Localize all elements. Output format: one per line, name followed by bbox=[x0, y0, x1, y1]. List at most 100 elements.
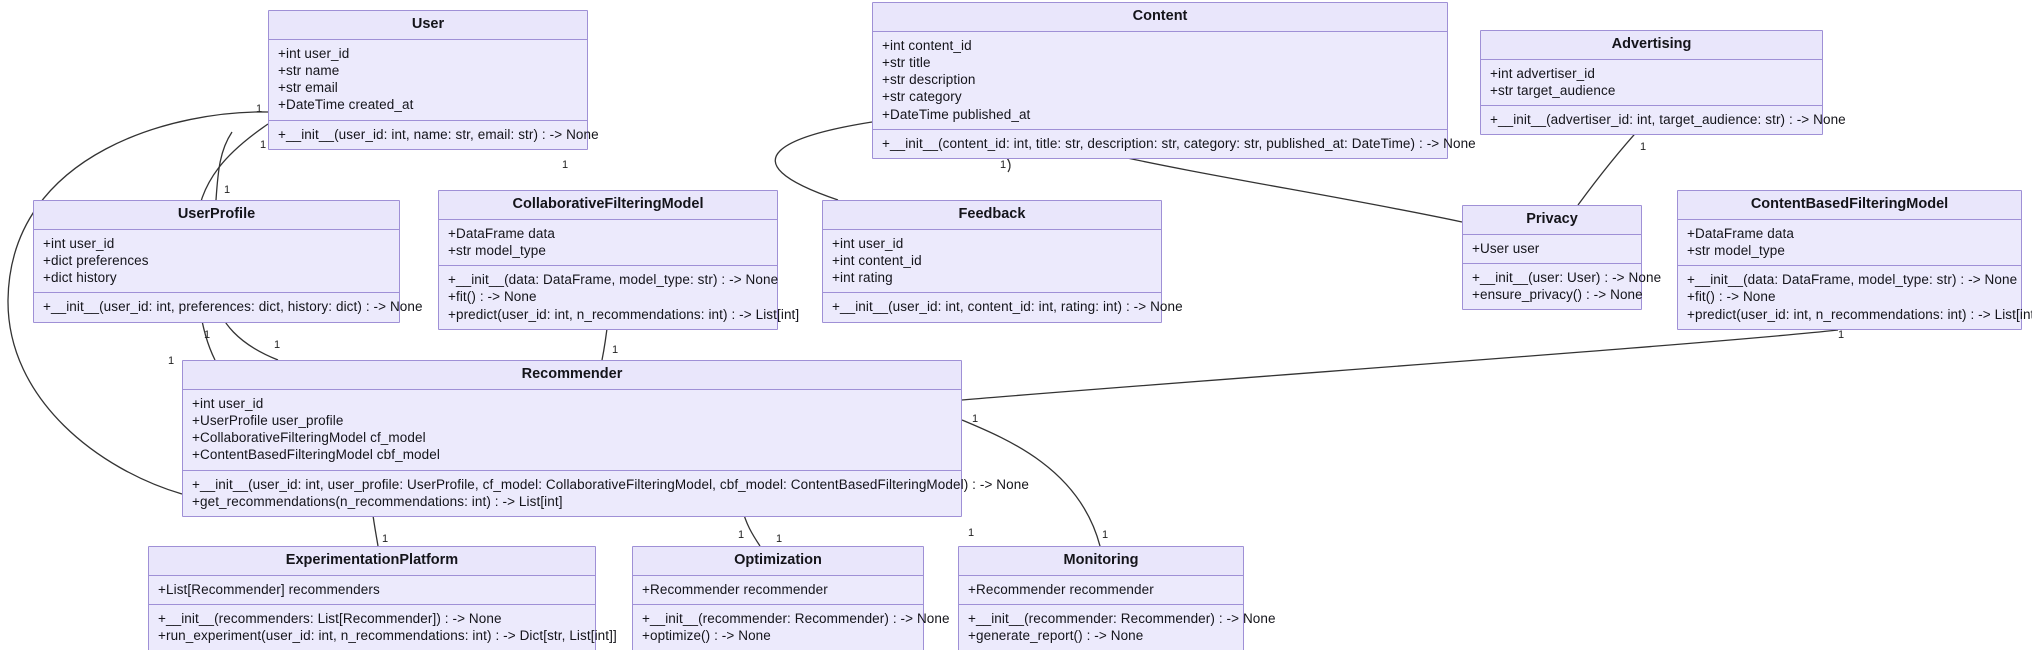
class-attribute-row: +DateTime published_at bbox=[882, 106, 1031, 122]
class-attributes-section: +List[Recommender] recommenders bbox=[149, 576, 595, 605]
class-attribute-row: +int user_id bbox=[43, 235, 115, 251]
class-methods-section: +__init__(user_id: int, preferences: dic… bbox=[34, 293, 423, 321]
class-method-row: +fit() : -> None bbox=[448, 289, 537, 305]
class-method-row: +__init__(data: DataFrame, model_type: s… bbox=[448, 272, 779, 288]
multiplicity-label: 1 bbox=[274, 339, 281, 351]
class-node-recommender[interactable]: Recommender+int user_id+UserProfile user… bbox=[182, 360, 1029, 518]
class-attribute-row: +DateTime created_at bbox=[278, 97, 414, 113]
class-attribute-row: +int user_id bbox=[832, 235, 904, 251]
class-node-advertising[interactable]: Advertising+int advertiser_id+str target… bbox=[1480, 30, 1846, 136]
multiplicity-label: 1 bbox=[562, 159, 569, 171]
class-attribute-row: +UserProfile user_profile bbox=[192, 412, 344, 428]
class-node-userprofile[interactable]: UserProfile +int user_id+dict preferences… bbox=[33, 200, 423, 323]
class-attributes-section: +int advertiser_id+str target_audience bbox=[1481, 60, 1822, 107]
class-attributes-section: +int content_id+str title +str descriptio… bbox=[873, 32, 1447, 130]
class-node-monitoring[interactable]: Monitoring+Recommender recommender+__ini… bbox=[958, 546, 1276, 650]
multiplicity-label: 1 bbox=[738, 529, 745, 541]
class-attributes-section: +DataFrame data+str model_type bbox=[439, 220, 777, 267]
class-method-row: +ensure_privacy() : -> None bbox=[1472, 287, 1643, 303]
class-attribute-row: +str model_type bbox=[448, 242, 546, 258]
class-method-row: +generate_report() : -> None bbox=[968, 628, 1144, 644]
class-attribute-row: +CollaborativeFilteringModel cf_model bbox=[192, 430, 426, 446]
class-attribute-row: +str description bbox=[882, 72, 976, 88]
class-attribute-row: +str title bbox=[882, 54, 931, 70]
multiplicity-label: 1 bbox=[260, 139, 267, 151]
class-method-row: +predict(user_id: int, n_recommendations… bbox=[1687, 306, 2032, 322]
class-attribute-row: +User user bbox=[1472, 240, 1540, 256]
class-attributes-section: +int user_id+int content_id+int rating bbox=[823, 230, 1161, 294]
class-method-row: +__init__(recommender: Recommender) : ->… bbox=[968, 610, 1276, 626]
class-method-row: +__init__(recommender: Recommender) : ->… bbox=[642, 610, 950, 626]
class-node-optimization[interactable]: Optimization+Recommender recommender+__i… bbox=[632, 546, 950, 650]
class-methods-section: +__init__(recommenders: List[Recommender… bbox=[149, 605, 617, 650]
class-node-cfmodel[interactable]: CollaborativeFilteringModel+DataFrame da… bbox=[438, 190, 799, 330]
class-method-row: +__init__(advertiser_id: int, target_aud… bbox=[1490, 112, 1846, 128]
class-attribute-row: +str target_audience bbox=[1490, 82, 1616, 98]
class-attribute-row: +dict history bbox=[43, 270, 117, 286]
multiplicity-label: 1 bbox=[1838, 329, 1845, 341]
relationship-edge bbox=[1577, 125, 1643, 206]
multiplicity-label: 1 bbox=[776, 533, 783, 545]
class-methods-section: +__init__(recommender: Recommender) : ->… bbox=[633, 605, 950, 650]
multiplicity-label: 1 bbox=[382, 533, 389, 545]
class-node-title: Advertising bbox=[1481, 31, 1822, 60]
class-methods-section: +__init__(data: DataFrame, model_type: s… bbox=[439, 266, 799, 329]
class-method-row: +__init__(recommenders: List[Recommender… bbox=[158, 610, 502, 626]
class-attribute-row: +int content_id bbox=[882, 37, 972, 53]
class-method-row: +__init__(user: User) : -> None bbox=[1472, 269, 1662, 285]
class-attributes-section: +int user_id+UserProfile user_profile +Co… bbox=[183, 390, 961, 471]
class-node-title: Content bbox=[873, 3, 1447, 32]
class-attribute-row: +int user_id bbox=[192, 395, 264, 411]
class-node-title: UserProfile bbox=[34, 201, 399, 230]
class-attribute-row: +str category bbox=[882, 89, 962, 105]
class-node-title: Privacy bbox=[1463, 206, 1641, 235]
class-method-row: +__init__(user_id: int, content_id: int,… bbox=[832, 299, 1183, 315]
class-attributes-section: +int user_id+str name+str email+DateTime… bbox=[269, 40, 587, 121]
class-method-row: +__init__(user_id: int, preferences: dic… bbox=[43, 299, 423, 315]
class-node-cbfmodel[interactable]: ContentBasedFilteringModel+DataFrame dat… bbox=[1677, 190, 2032, 330]
relationship-edge bbox=[774, 121, 873, 201]
multiplicity-label: 1 bbox=[1640, 141, 1647, 153]
class-methods-section: +__init__(user_id: int, content_id: int,… bbox=[823, 293, 1183, 321]
class-method-row: +__init__(user_id: int, name: str, email… bbox=[278, 126, 599, 142]
multiplicity-label: 1 bbox=[1102, 529, 1109, 541]
multiplicity-label: 1 bbox=[972, 413, 979, 425]
class-attribute-row: +Recommender recommender bbox=[968, 581, 1154, 597]
class-attribute-row: +DataFrame data bbox=[448, 225, 555, 241]
class-method-row: +__init__(content_id: int, title: str, d… bbox=[882, 136, 1476, 151]
class-attribute-row: +ContentBasedFilteringModel cbf_model bbox=[192, 447, 440, 463]
multiplicity-label: 1 bbox=[1000, 159, 1007, 171]
class-node-user[interactable]: User+int user_id+str name+str email+Date… bbox=[268, 10, 599, 150]
class-attribute-row: +List[Recommender] recommenders bbox=[158, 581, 380, 597]
class-attribute-row: +str email bbox=[278, 80, 338, 96]
class-node-content[interactable]: Content +int content_id+str title +str des… bbox=[872, 2, 1476, 160]
class-attribute-row: +DataFrame data bbox=[1687, 225, 1794, 241]
class-attribute-row: +Recommender recommender bbox=[642, 581, 828, 597]
relationship-edge bbox=[961, 329, 1839, 401]
multiplicity-label: 1 bbox=[224, 184, 231, 196]
class-attribute-row: +int advertiser_id bbox=[1490, 65, 1595, 81]
class-node-title: ContentBasedFilteringModel bbox=[1678, 191, 2021, 220]
class-node-privacy[interactable]: Privacy +User user +__init__(user: User) :… bbox=[1462, 205, 1662, 311]
class-attribute-row: +int user_id bbox=[278, 45, 350, 61]
class-methods-section: +__init__(user_id: int, user_profile: Us… bbox=[183, 471, 1029, 517]
class-method-row: +optimize() : -> None bbox=[642, 628, 771, 644]
class-attributes-section: +Recommender recommender bbox=[633, 576, 923, 605]
class-node-experimentation[interactable]: ExperimentationPlatform +List[Recommender… bbox=[148, 546, 617, 650]
class-method-row: +run_experiment(user_id: int, n_recommen… bbox=[158, 628, 617, 644]
class-node-title: ExperimentationPlatform bbox=[149, 547, 595, 576]
class-node-feedback[interactable]: Feedback+int user_id+int content_id+int … bbox=[822, 200, 1183, 323]
class-methods-section: +__init__(data: DataFrame, model_type: s… bbox=[1678, 266, 2032, 329]
class-methods-section: +__init__(recommender: Recommender) : ->… bbox=[959, 605, 1276, 650]
class-methods-section: +__init__(content_id: int, title: str, d… bbox=[873, 130, 1476, 158]
class-attributes-section: +DataFrame data+str model_type bbox=[1678, 220, 2021, 267]
class-attribute-row: +str model_type bbox=[1687, 242, 1785, 258]
class-attributes-section: +Recommender recommender bbox=[959, 576, 1243, 605]
class-node-title: User bbox=[269, 11, 587, 40]
class-node-title: CollaborativeFilteringModel bbox=[439, 191, 777, 220]
class-methods-section: +__init__(user_id: int, name: str, email… bbox=[269, 121, 599, 149]
class-attribute-row: +dict preferences bbox=[43, 252, 149, 268]
class-method-row: +fit() : -> None bbox=[1687, 289, 1776, 305]
class-node-title: Feedback bbox=[823, 201, 1161, 230]
